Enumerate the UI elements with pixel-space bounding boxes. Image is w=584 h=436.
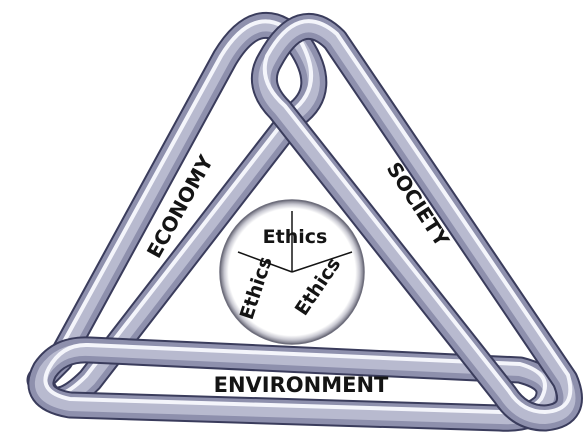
environment-label: ENVIRONMENT xyxy=(214,373,389,397)
ethics-label-top: Ethics xyxy=(263,226,328,248)
society-loop xyxy=(250,12,583,432)
ethics-circle: Ethics Ethics Ethics xyxy=(219,199,365,345)
ethics-divider-right xyxy=(291,251,353,273)
environment-loop xyxy=(27,336,563,432)
ethics-divider-left xyxy=(237,251,293,273)
